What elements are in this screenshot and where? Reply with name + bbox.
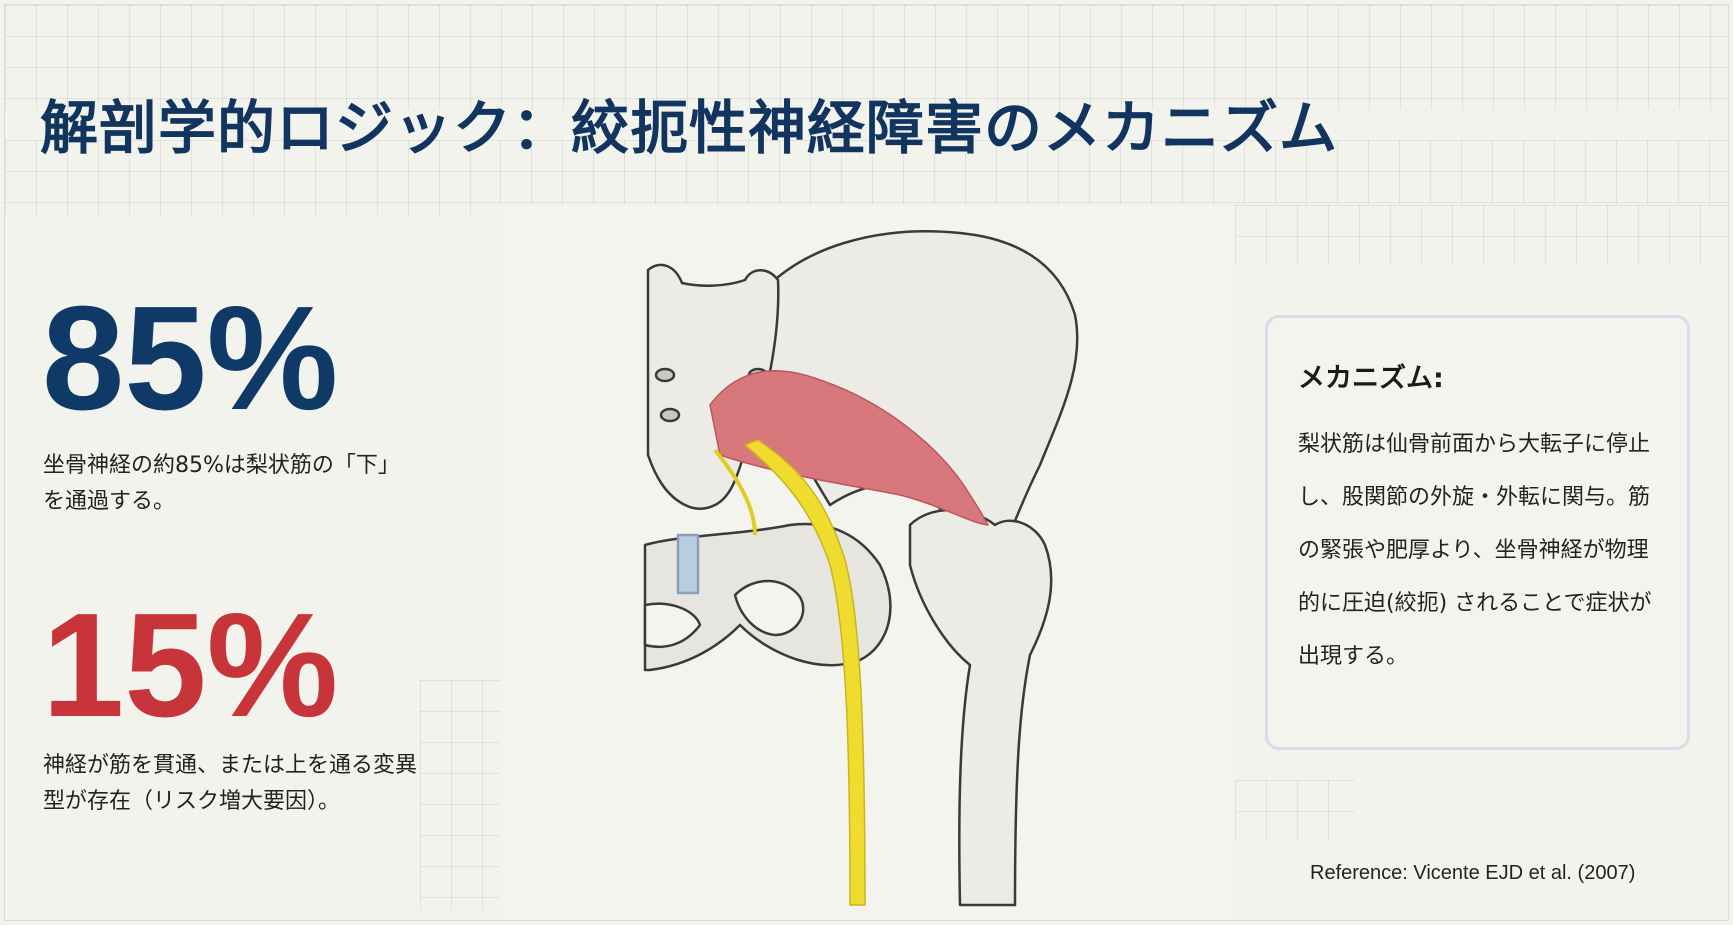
reference-citation: Reference: Vicente EJD et al. (2007) (1310, 862, 1636, 884)
stat-15-percent: 15% (42, 583, 339, 748)
stat-15-description: 神経が筋を貫通、または上を通る変異型が存在（リスク増大要因）。 (43, 753, 418, 814)
mechanism-body: 梨状筋は仙骨前面から大転子に停止し、股関節の外旋・外転に関与。筋の緊張や肥厚より… (1298, 432, 1652, 669)
page-frame (4, 4, 1729, 921)
mechanism-card: メカニズム: 梨状筋は仙骨前面から大転子に停止し、股関節の外旋・外転に関与。筋の… (1265, 315, 1690, 750)
grid-background-right (1235, 205, 1728, 265)
page-title: 解剖学的ロジック：絞扼性神経障害のメカニズム (40, 93, 1339, 162)
stat-85-percent: 85% (42, 276, 339, 441)
grid-background-mid (500, 140, 1728, 205)
grid-background-left (5, 140, 500, 215)
grid-background-top (5, 5, 1728, 110)
stat-85-description: 坐骨神経の約85%は梨状筋の「下」を通過する。 (43, 453, 400, 514)
pelvis-illustration-icon (643, 230, 1079, 907)
mechanism-heading: メカニズム: (1298, 363, 1444, 394)
grid-background-lower-right (1235, 780, 1355, 840)
anatomy-illustration (500, 205, 1235, 920)
grid-background-lower-left (420, 680, 500, 910)
